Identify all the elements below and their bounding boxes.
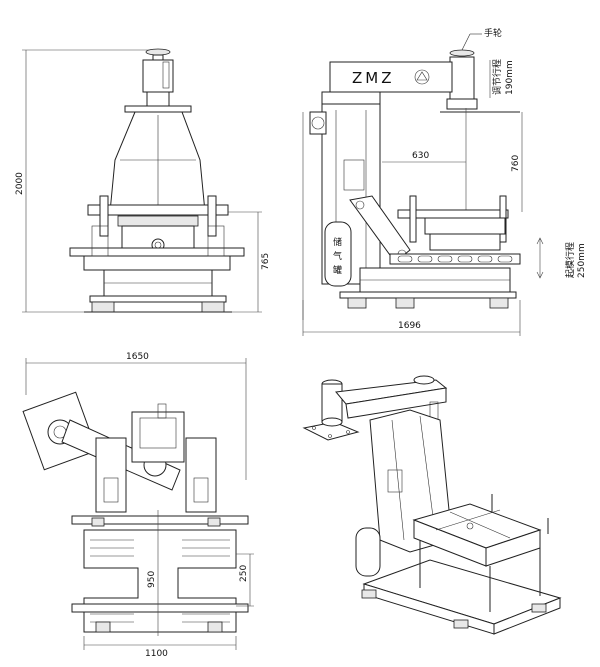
side-knob-icon [311, 116, 325, 130]
top-base-width: 1100 [145, 649, 168, 659]
adjust-stroke-value: 190mm [505, 60, 515, 95]
side-length-total: 1696 [398, 321, 421, 331]
front-height-total: 2000 [15, 172, 25, 195]
tank-label-2: 气 [333, 250, 342, 262]
side-view: 1696 手轮 调节行程 190mm ZMZ 760 630 [302, 27, 587, 336]
brand-logo: ZMZ [352, 69, 395, 87]
air-tank [324, 221, 352, 287]
iso-handwheel-icon [413, 375, 435, 385]
handwheel-icon [145, 48, 171, 56]
tank-label-1: 储 [333, 236, 342, 248]
top-offset: 250 [239, 565, 249, 582]
adjust-stroke-label: 调节行程 [491, 59, 503, 95]
handwheel-label: 手轮 [484, 27, 502, 39]
brand-logo-mark-icon [414, 69, 430, 85]
iso-view [302, 375, 562, 635]
slot-row [397, 255, 513, 263]
top-depth: 950 [147, 571, 157, 588]
front-view: 2000 765 [15, 48, 271, 313]
lift-stroke-label: 起模行程 [564, 242, 576, 278]
lift-stroke-value: 250mm [577, 243, 587, 278]
top-width-total: 1650 [126, 352, 149, 362]
front-height-table: 765 [261, 253, 271, 270]
reach-dimension: 630 [412, 151, 429, 161]
iso-uprights [419, 494, 549, 612]
iso-air-tank [355, 527, 381, 577]
tank-label-3: 罐 [333, 264, 342, 276]
side-handwheel-icon [449, 49, 475, 57]
top-view: 1650 [22, 352, 254, 659]
column-height: 760 [511, 155, 521, 172]
